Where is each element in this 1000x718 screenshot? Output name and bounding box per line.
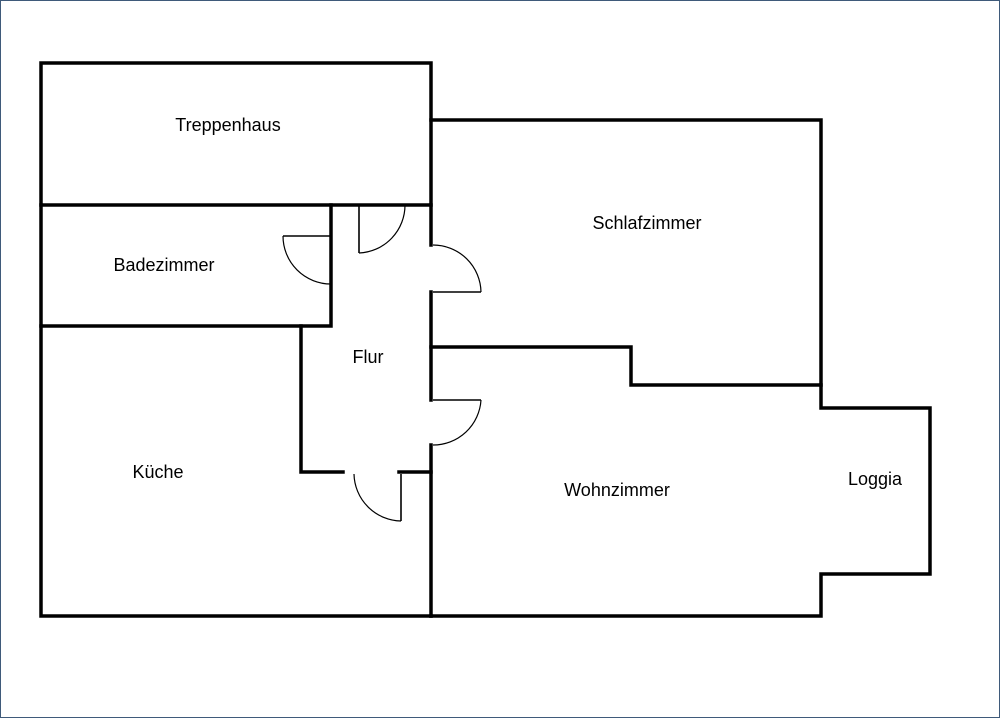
label-treppenhaus: Treppenhaus <box>175 115 280 135</box>
label-badezimmer: Badezimmer <box>113 255 214 275</box>
wall-badezimmer <box>39 203 333 328</box>
doors <box>282 204 482 522</box>
walls <box>39 61 932 618</box>
door-flur-top <box>358 204 406 254</box>
door-schlafzimmer <box>432 244 482 293</box>
label-wohnzimmer: Wohnzimmer <box>564 480 670 500</box>
wall-schlafzimmer <box>429 118 823 387</box>
wall-wohnzimmer-loggia <box>429 383 932 618</box>
wall-flur-left <box>299 324 345 474</box>
door-badezimmer <box>282 235 332 285</box>
label-schlafzimmer: Schlafzimmer <box>592 213 701 233</box>
room-labels: Treppenhaus Badezimmer Flur Küche Schlaf… <box>113 115 903 500</box>
door-kueche <box>353 473 402 522</box>
wall-kueche <box>39 324 433 618</box>
label-kueche: Küche <box>132 462 183 482</box>
door-wohnzimmer <box>432 399 482 446</box>
label-flur: Flur <box>353 347 384 367</box>
label-loggia: Loggia <box>848 469 903 489</box>
